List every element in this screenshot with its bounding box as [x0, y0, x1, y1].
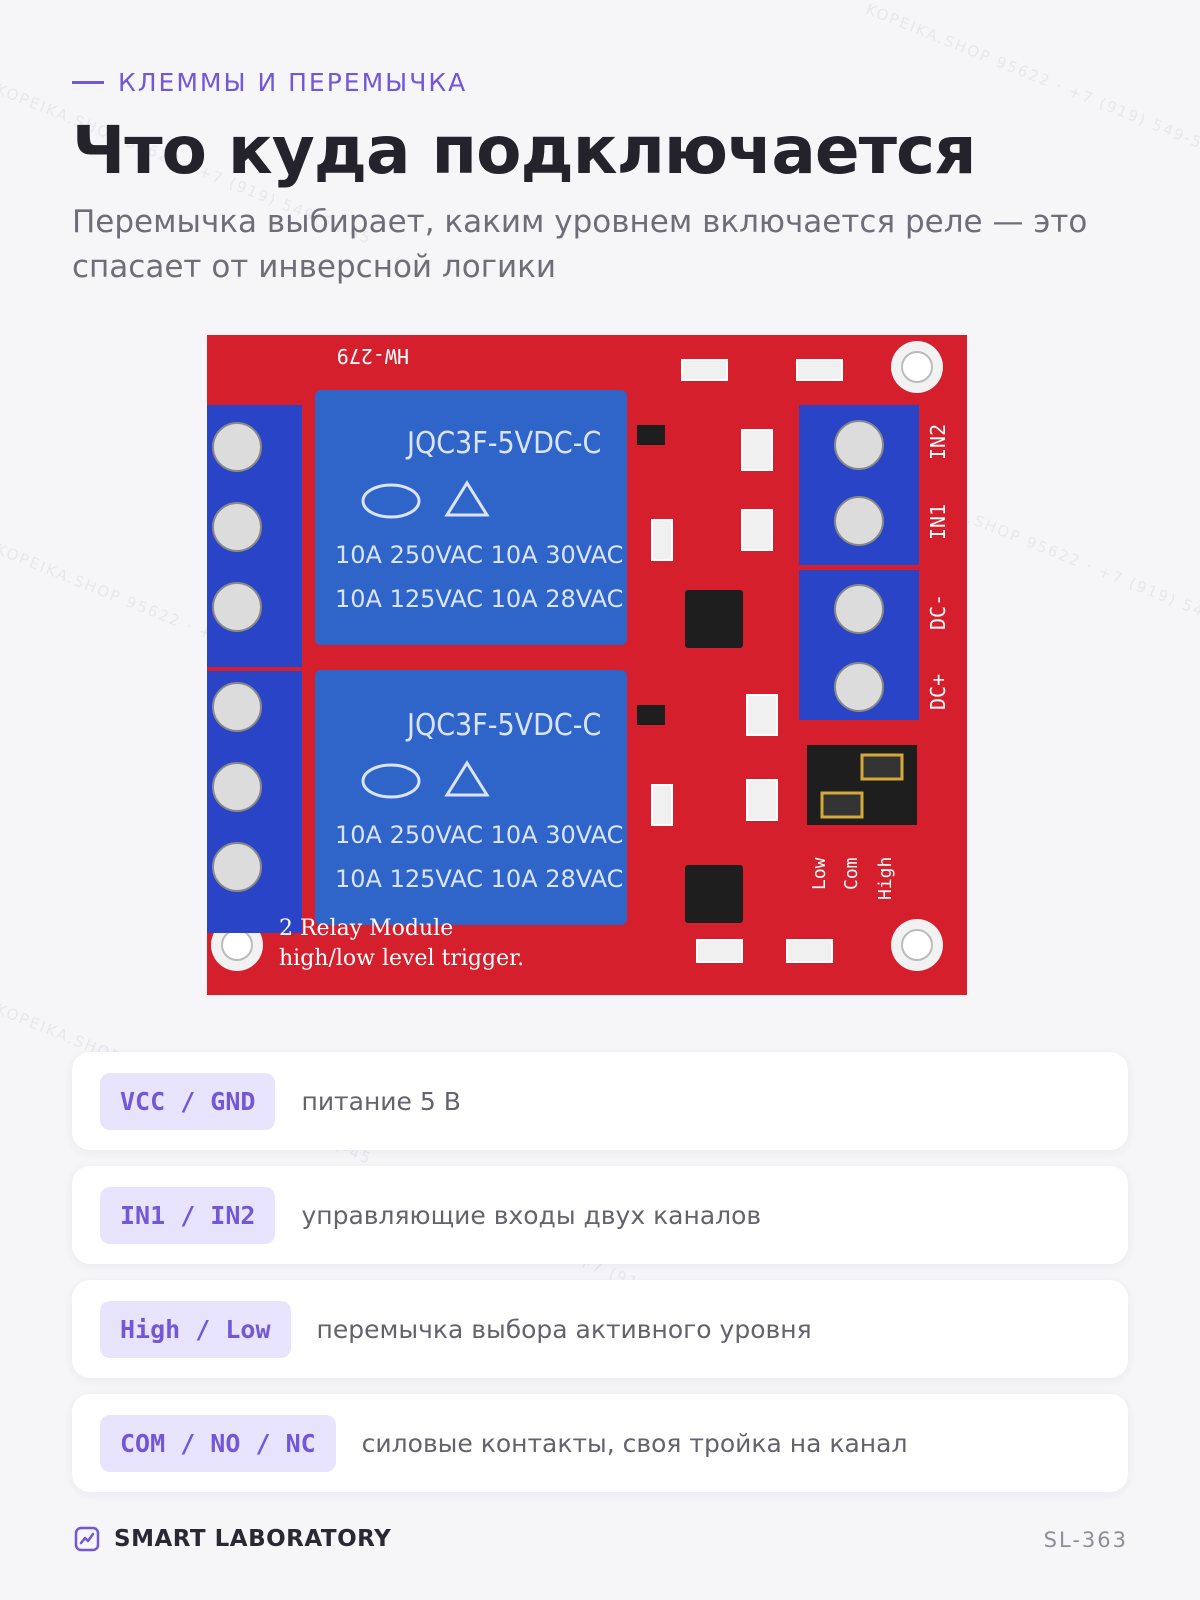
terminal-card-inputs: IN1 / IN2 управляющие входы двух каналов — [72, 1166, 1128, 1264]
eyebrow-dash — [72, 81, 104, 84]
eyebrow-label: КЛЕММЫ И ПЕРЕМЫЧКА — [118, 68, 468, 97]
terminal-description: перемычка выбора активного уровня — [316, 1314, 812, 1344]
terminal-list: VCC / GND питание 5 В IN1 / IN2 управляю… — [72, 1052, 1128, 1508]
terminal-description: силовые контакты, своя тройка на канал — [361, 1428, 908, 1458]
terminal-description: питание 5 В — [301, 1086, 461, 1116]
brand-name: SMART LABORATORY — [114, 1526, 392, 1552]
pin-label-dcm: DC- — [926, 594, 950, 630]
board-marking: HW-279 — [337, 344, 409, 368]
module-label-2: high/low level trigger. — [279, 946, 524, 971]
pin-label-in1: IN1 — [926, 504, 950, 540]
terminal-tag: High / Low — [100, 1300, 291, 1358]
jumper-label-low: Low — [809, 857, 830, 890]
relay-2-model: JQC3F-5VDC-C — [405, 708, 601, 743]
terminal-card-contacts: COM / NO / NC силовые контакты, своя тро… — [72, 1394, 1128, 1492]
terminal-tag: IN1 / IN2 — [100, 1186, 276, 1244]
relay-2 — [315, 670, 627, 925]
terminal-card-jumper: High / Low перемычка выбора активного ур… — [72, 1280, 1128, 1378]
relay-2-rating-2: 10A 125VAC 10A 28VAC — [335, 865, 623, 893]
module-label-1: 2 Relay Module — [279, 916, 453, 941]
pin-label-in2: IN2 — [926, 424, 950, 460]
relay-1-rating-1: 10A 250VAC 10A 30VAC — [335, 541, 623, 569]
page-title: Что куда подключается — [72, 112, 976, 189]
slide-code: SL-363 — [1043, 1528, 1128, 1552]
section-eyebrow: КЛЕММЫ И ПЕРЕМЫЧКА — [72, 68, 467, 97]
optocoupler-1 — [685, 590, 743, 648]
terminal-description: управляющие входы двух каналов — [301, 1200, 762, 1230]
terminal-tag: COM / NO / NC — [100, 1414, 336, 1472]
relay-2-rating-1: 10A 250VAC 10A 30VAC — [335, 821, 623, 849]
chart-logo-icon — [74, 1526, 100, 1552]
jumper-label-high: High — [875, 857, 896, 900]
pin-label-dcp: DC+ — [926, 674, 950, 710]
optocoupler-2 — [685, 865, 743, 923]
jumper-label-com: Com — [841, 857, 862, 890]
terminal-tag: VCC / GND — [100, 1072, 276, 1130]
terminal-card-power: VCC / GND питание 5 В — [72, 1052, 1128, 1150]
relay-1 — [315, 390, 627, 645]
relay-1-model: JQC3F-5VDC-C — [405, 426, 601, 461]
relay-module-photo: HW-279 JQC3F-5VDC-C 10A 250VAC 10A 30VAC… — [207, 335, 967, 995]
page-subtitle: Перемычка выбирает, каким уровнем включа… — [72, 204, 1088, 285]
footer-brand: SMART LABORATORY — [74, 1526, 391, 1552]
relay-1-rating-2: 10A 125VAC 10A 28VAC — [335, 585, 623, 613]
